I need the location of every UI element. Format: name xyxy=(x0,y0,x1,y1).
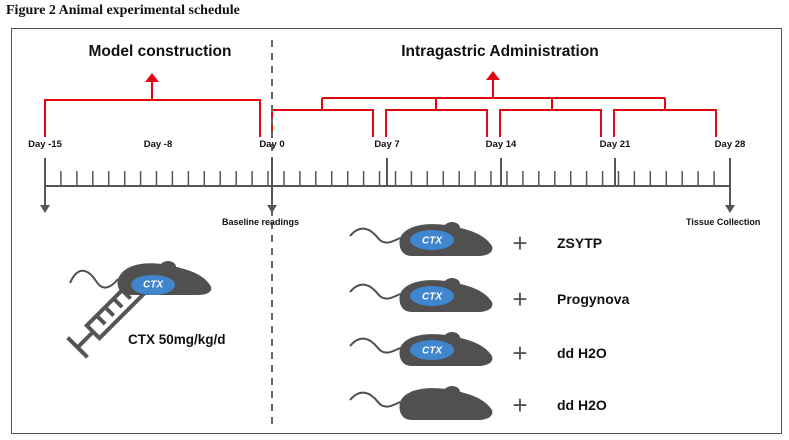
timeline-down-arrows xyxy=(44,186,731,206)
treatment-label: dd H2O xyxy=(557,345,607,361)
day-label: Day -8 xyxy=(143,139,173,150)
day-label: Day -15 xyxy=(28,139,62,150)
model-bracket xyxy=(44,80,261,137)
day-label: Day 7 xyxy=(374,139,400,150)
ctx-badge-text: CTX xyxy=(143,279,163,291)
dose-label: CTX 50mg/kg/d xyxy=(128,332,226,347)
mouse-icon xyxy=(349,386,493,420)
diagram-panel xyxy=(11,28,782,434)
mouse-icon xyxy=(349,222,493,256)
day-label: Day 21 xyxy=(599,139,631,150)
plus-icon: + xyxy=(512,338,528,368)
end-arrow-head xyxy=(725,205,735,213)
day-label: Day 14 xyxy=(485,139,517,150)
ctx-badge-text: CTX xyxy=(422,345,442,357)
mouse-icon xyxy=(349,278,493,312)
plus-icon: + xyxy=(512,390,528,420)
ctx-badge xyxy=(131,275,175,295)
intragastric-bracket xyxy=(271,78,717,137)
timeline-major-ticks xyxy=(44,158,731,186)
treatment-label: Progynova xyxy=(557,291,630,307)
intragastric-administration-title: Intragastric Administration xyxy=(401,43,599,60)
plus-icon: + xyxy=(512,228,528,258)
model-arrow-head xyxy=(145,73,159,82)
baseline-readings-label: Baseline readings xyxy=(222,217,300,227)
figure-title: Figure 2 Animal experimental schedule xyxy=(6,3,240,18)
tissue-collection-label: Tissue Collection xyxy=(686,217,761,227)
model-construction-title: Model construction xyxy=(88,43,232,60)
mouse-icon xyxy=(349,332,493,366)
treatment-label: ZSYTP xyxy=(557,235,603,251)
baseline-arrow-head xyxy=(267,205,277,213)
intragastric-arrow-head xyxy=(486,71,500,80)
day-label: Day 28 xyxy=(714,139,746,150)
start-arrow-head xyxy=(40,205,50,213)
syringe-icon xyxy=(66,275,150,359)
treatment-label: dd H2O xyxy=(557,397,607,413)
day-label: Day 0 xyxy=(259,139,285,150)
ctx-badge-text: CTX xyxy=(422,291,442,303)
timeline-ticks xyxy=(44,171,731,186)
plus-icon: + xyxy=(512,284,528,314)
ctx-badge-text: CTX xyxy=(422,235,442,247)
